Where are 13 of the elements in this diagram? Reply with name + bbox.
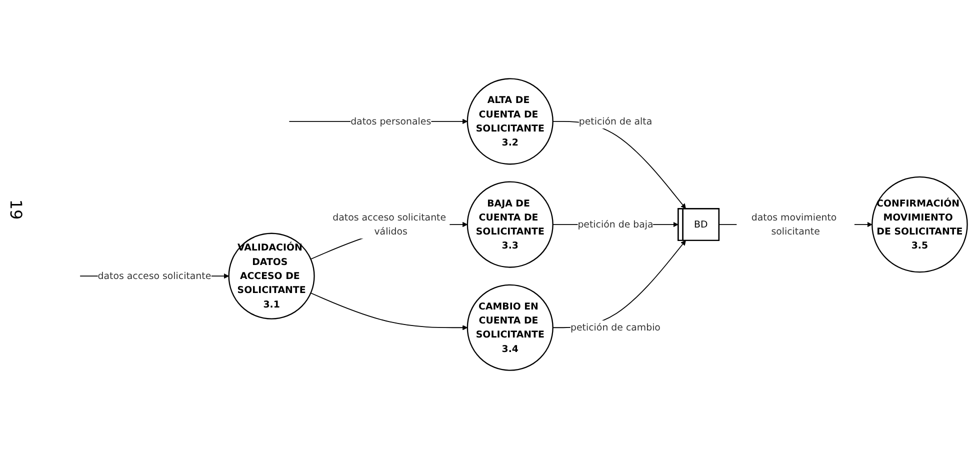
arrow (310, 292, 468, 330)
edge-label: datos personales (350, 116, 432, 127)
node-circle: CONFIRMACIÓN MOVIMIENTO DE SOLICITANTE 3.5 (872, 176, 968, 273)
node-circle: ALTA DE CUENTA DE SOLICITANTE 3.2 (466, 78, 554, 165)
edge-label: petición de baja (578, 218, 654, 230)
page-number: 19 (6, 199, 26, 220)
edge-label: petición de cambio (570, 322, 660, 333)
edge-label: datos acceso solicitante válidos (332, 212, 446, 237)
edge-label: datos movimiento solicitante (751, 212, 837, 237)
node-circle: CAMBIO EN CUENTA DE SOLICITANTE 3.4 (466, 284, 554, 371)
node-circle: BAJA DE CUENTA DE SOLICITANTE 3.3 (466, 181, 554, 268)
edge-label: petición de alta (578, 116, 652, 127)
edge-label: datos acceso solicitante (98, 270, 212, 282)
